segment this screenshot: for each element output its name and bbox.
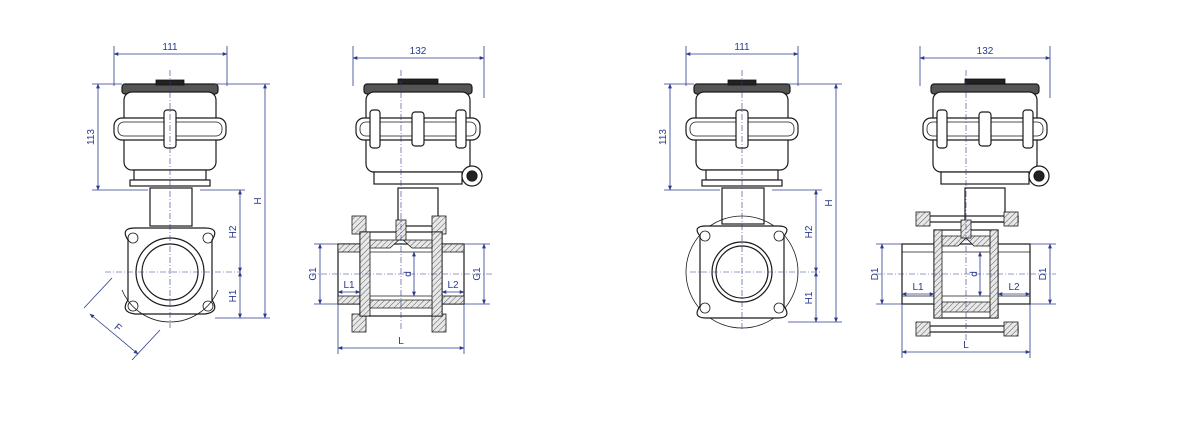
- bolt-hole-1c: [127, 300, 139, 312]
- dim-port-right-2: G1: [472, 267, 483, 281]
- dim-width-4: 132: [977, 46, 994, 57]
- dim-total-1: H: [253, 197, 264, 204]
- dim-upper-1: H2: [228, 225, 239, 238]
- dim-port-right-4: D1: [1038, 267, 1049, 280]
- stem-neck-4: [964, 187, 1006, 223]
- dim-width-3: 111: [734, 42, 750, 53]
- dim-port-left-2: G1: [308, 267, 319, 281]
- dim-bore-2: d: [403, 271, 414, 277]
- dim-bore-4: d: [969, 271, 980, 277]
- dim-width-2: 132: [410, 46, 427, 57]
- tie-bolt-bottom-4: [917, 325, 1019, 333]
- dim-height-1: 113: [86, 129, 97, 145]
- dim-inset-left-4: L1: [912, 282, 924, 293]
- dim-inset-right-2: L2: [447, 280, 459, 291]
- dim-width-1: 111: [162, 42, 178, 53]
- dim-upper-3: H2: [804, 225, 815, 238]
- dim-lower-1: H1: [228, 289, 239, 302]
- dim-inset-left-2: L1: [343, 280, 355, 291]
- bolt-hole-1a: [127, 232, 139, 244]
- dim-flange-1: F: [112, 322, 124, 334]
- dim-port-left-4: D1: [870, 267, 881, 280]
- dim-inset-right-4: L2: [1008, 282, 1020, 293]
- dim-length-4: L: [963, 340, 969, 351]
- bolt-hole-1b: [202, 232, 214, 244]
- dim-height-3: 113: [658, 129, 669, 145]
- view-2-side: 132 G1 G1 d L1 L2 L: [308, 46, 492, 354]
- actuator-side-2: [355, 78, 483, 187]
- view-4-side: 132 D1 D1 d L1 L2 L: [870, 46, 1056, 358]
- dim-length-2: L: [398, 336, 404, 347]
- stem-neck-1: [149, 187, 193, 227]
- view-3-front: 111 113 H H2 H1: [658, 42, 842, 330]
- actuator-side-4: [922, 78, 1050, 187]
- dim-lower-3: H1: [804, 291, 815, 304]
- view-1-front: 111 113 H H2 H1 F: [83, 42, 270, 361]
- bolt-hole-1d: [202, 300, 214, 312]
- dim-total-3: H: [824, 199, 835, 206]
